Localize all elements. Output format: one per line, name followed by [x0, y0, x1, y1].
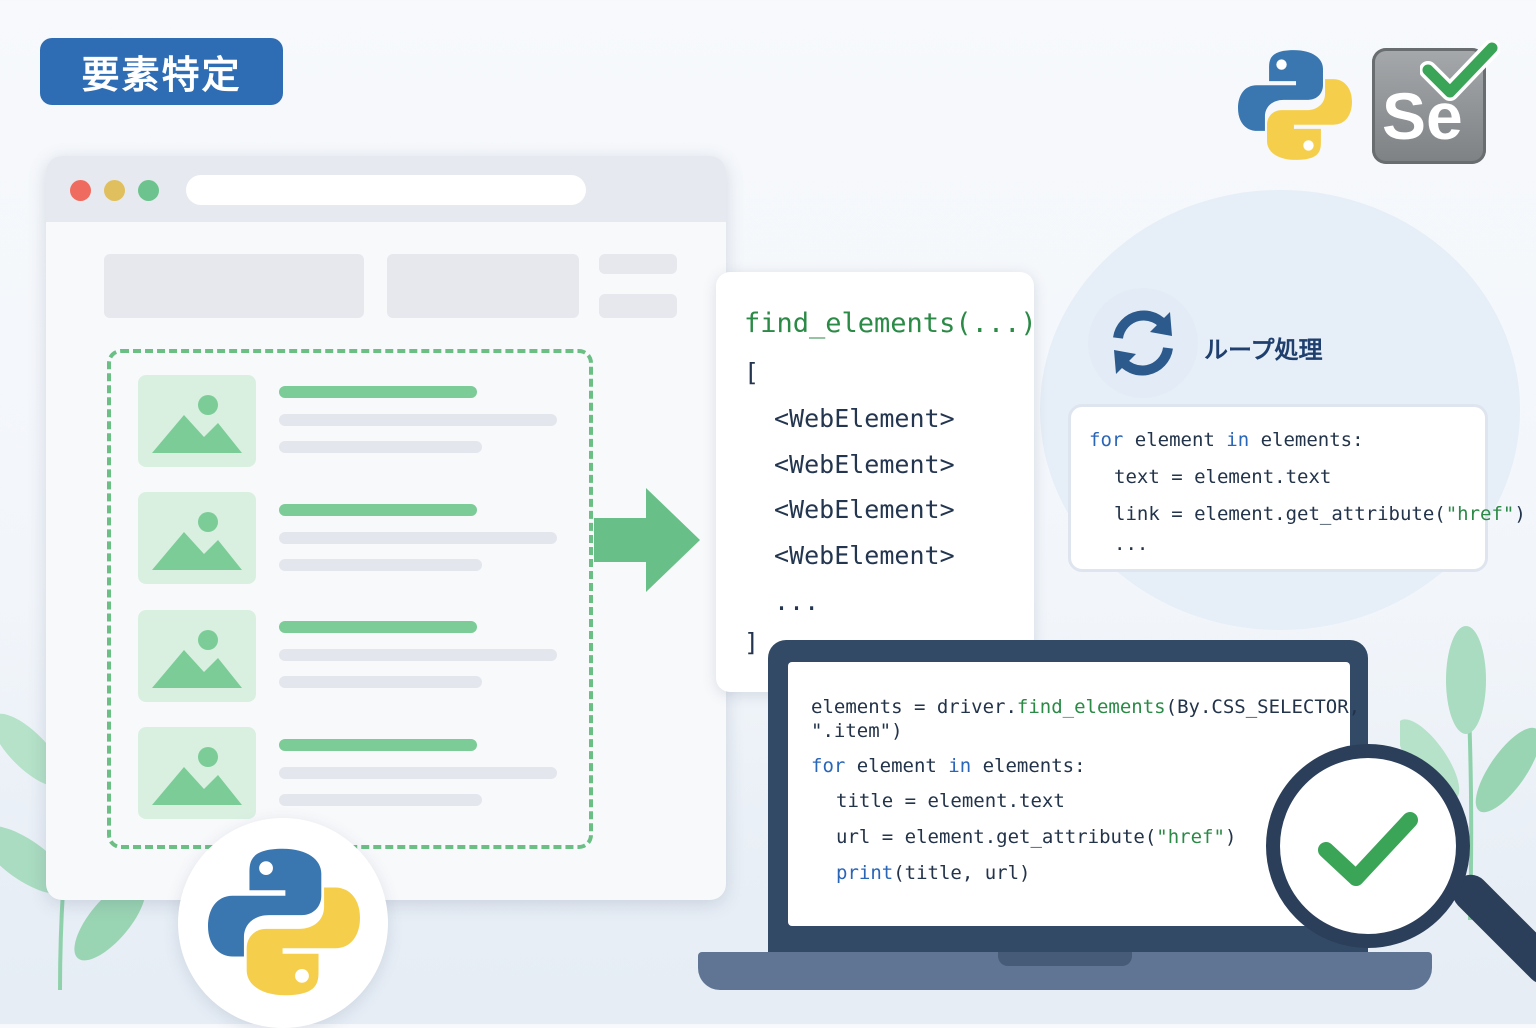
image-placeholder-icon	[138, 727, 256, 819]
image-placeholder-icon	[138, 492, 256, 584]
maximize-window-dot[interactable]	[138, 180, 159, 201]
loop-code-card: for element in elements: text = element.…	[1068, 404, 1526, 572]
image-placeholder-icon	[138, 375, 256, 467]
item-text-bar	[279, 414, 557, 426]
code-line: link = element.get_attribute("href")	[1114, 503, 1526, 525]
close-window-dot[interactable]	[70, 180, 91, 201]
python-logo-icon	[1238, 50, 1352, 160]
code-line: for element in elements:	[1089, 429, 1364, 451]
arrow-right-icon	[594, 488, 700, 592]
item-title-bar	[279, 504, 477, 516]
web-element-item: <WebElement>	[774, 541, 955, 570]
laptop-code-editor: elements = driver.find_elements(By.CSS_S…	[788, 662, 1360, 926]
header-placeholder	[599, 254, 677, 274]
item-text-bar	[279, 559, 482, 571]
code-line: url = element.get_attribute("href")	[836, 826, 1237, 848]
item-title-bar	[279, 386, 477, 398]
find-elements-call: find_elements(...)	[744, 308, 1037, 339]
address-bar[interactable]	[186, 175, 586, 205]
item-text-bar	[279, 532, 557, 544]
code-line: print(title, url)	[836, 862, 1031, 884]
web-element-item: <WebElement>	[774, 404, 955, 433]
item-text-bar	[279, 676, 482, 688]
magnifier-icon	[1266, 744, 1470, 948]
refresh-loop-icon	[1088, 288, 1198, 398]
code-line: ".item")	[811, 720, 903, 742]
code-line: elements = driver.find_elements(By.CSS_S…	[811, 696, 1361, 718]
ellipsis: ...	[774, 587, 820, 616]
web-element-item: <WebElement>	[774, 450, 955, 479]
minimize-window-dot[interactable]	[104, 180, 125, 201]
checkmark-icon	[1318, 812, 1418, 886]
laptop-notch	[998, 952, 1132, 966]
image-placeholder-icon	[138, 610, 256, 702]
checkmark-icon	[1420, 40, 1500, 101]
page-title-badge: 要素特定	[40, 38, 283, 105]
loop-label: ループ処理	[1204, 336, 1323, 364]
list-item	[138, 375, 256, 467]
list-item	[138, 492, 256, 584]
python-logo-icon	[208, 848, 360, 996]
item-text-bar	[279, 441, 482, 453]
header-placeholder	[387, 254, 579, 318]
item-title-bar	[279, 739, 477, 751]
item-text-bar	[279, 649, 557, 661]
web-element-item: <WebElement>	[774, 495, 955, 524]
item-title-bar	[279, 621, 477, 633]
close-bracket: ]	[744, 628, 760, 657]
code-line: title = element.text	[836, 790, 1065, 812]
code-line: for element in elements:	[811, 755, 1086, 777]
header-placeholder	[104, 254, 364, 318]
header-placeholder	[599, 294, 677, 318]
list-item	[138, 727, 256, 819]
item-text-bar	[279, 794, 482, 806]
find-elements-result-card: find_elements(...) [ <WebElement> <WebEl…	[716, 272, 1037, 692]
code-line: ...	[1114, 533, 1149, 555]
python-badge	[178, 818, 388, 1028]
item-text-bar	[279, 767, 557, 779]
list-item	[138, 610, 256, 702]
open-bracket: [	[744, 358, 760, 387]
code-line: text = element.text	[1114, 466, 1332, 488]
